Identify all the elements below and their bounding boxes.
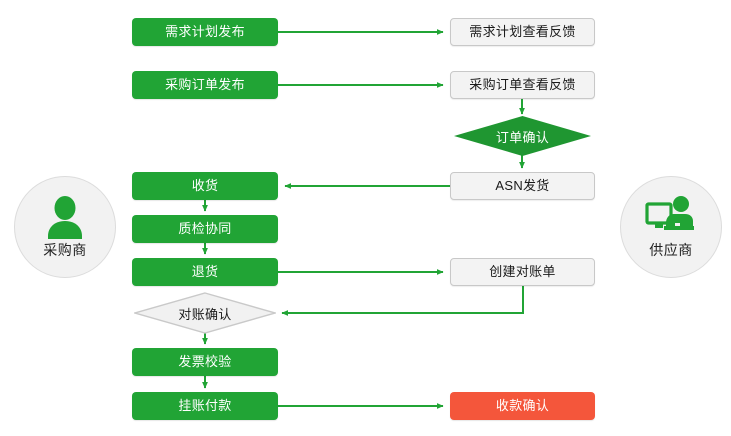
node-label: 需求计划查看反馈 xyxy=(469,23,576,39)
node-label: 质检协同 xyxy=(178,220,232,236)
node-label: 退货 xyxy=(191,263,219,279)
actor-buyer-label: 采购商 xyxy=(43,241,87,258)
node-purchase-order-publish[interactable]: 采购订单发布 xyxy=(132,71,278,99)
person-at-computer-icon xyxy=(645,195,694,230)
node-demand-plan-publish[interactable]: 需求计划发布 xyxy=(132,18,278,46)
node-asn-shipment[interactable]: ASN发货 xyxy=(450,172,595,200)
node-label: 订单确认 xyxy=(495,129,550,145)
actor-supplier-label: 供应商 xyxy=(649,241,693,258)
person-icon xyxy=(48,195,82,239)
node-label: 采购订单查看反馈 xyxy=(469,76,576,92)
node-payment-received[interactable]: 收款确认 xyxy=(450,392,595,420)
node-label: ASN发货 xyxy=(495,177,550,193)
node-label: 收款确认 xyxy=(495,397,550,413)
edge-create-statement-to-reconcile-confirm xyxy=(281,286,524,316)
node-goods-receipt[interactable]: 收货 xyxy=(132,172,278,200)
node-return-goods[interactable]: 退货 xyxy=(132,258,278,286)
node-label: 采购订单发布 xyxy=(165,76,245,92)
node-label: 需求计划发布 xyxy=(165,23,245,39)
node-label: 收货 xyxy=(191,177,219,193)
node-label: 对账确认 xyxy=(178,306,232,322)
node-order-feedback[interactable]: 采购订单查看反馈 xyxy=(450,71,595,99)
node-reconcile-confirm[interactable]: 对账确认 xyxy=(134,292,276,334)
actor-supplier[interactable]: 供应商 xyxy=(620,176,722,278)
node-quality-inspection[interactable]: 质检协同 xyxy=(132,215,278,243)
node-label: 创建对账单 xyxy=(489,263,556,279)
node-create-statement[interactable]: 创建对账单 xyxy=(450,258,595,286)
node-label: 挂账付款 xyxy=(178,397,232,413)
node-invoice-verify[interactable]: 发票校验 xyxy=(132,348,278,376)
node-order-confirm[interactable]: 订单确认 xyxy=(454,116,591,156)
node-demand-plan-feedback[interactable]: 需求计划查看反馈 xyxy=(450,18,595,46)
diamond-shape xyxy=(454,116,591,156)
node-payable-payment[interactable]: 挂账付款 xyxy=(132,392,278,420)
node-label: 发票校验 xyxy=(178,353,232,369)
actor-buyer[interactable]: 采购商 xyxy=(14,176,116,278)
